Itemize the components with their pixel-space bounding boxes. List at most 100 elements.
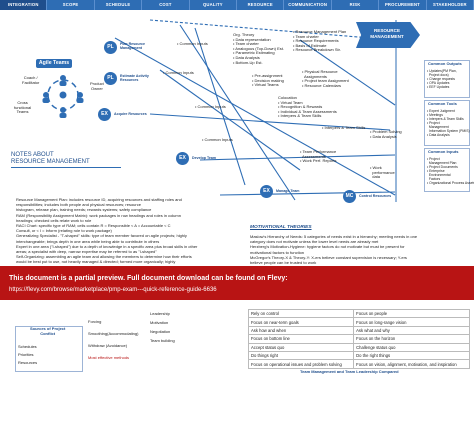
tab-scope[interactable]: SCOPE (47, 0, 95, 10)
common-outputs-box (424, 60, 470, 98)
conflict-sources-list: Schedules Priorities Resources (18, 344, 38, 365)
team-cycle-icon (42, 75, 84, 118)
product-owner-label: Product Owner (90, 81, 104, 91)
resource-notes: Resource Management Plan: includes resou… (16, 197, 226, 270)
note-line: Maslow's Hierarchy of Needs: 5 categorie… (250, 234, 418, 239)
common-inputs-2: • Common Inputs (163, 70, 194, 75)
table-cell: Focus on the horizon (353, 334, 470, 344)
ex-bubble-manage: EX (260, 185, 273, 198)
note-line: Self-Organizing: assembling an agile tea… (16, 254, 192, 260)
list-item: Motivation (150, 320, 169, 325)
table-cell: Focus on people (353, 308, 470, 319)
tab-resource[interactable]: RESOURCE (237, 0, 285, 10)
process-estimate-activity-resources[interactable]: Estimate Activity Resources (120, 74, 149, 83)
preview-banner-link[interactable]: https://flevy.com/browse/marketplace/pmp… (9, 287, 217, 293)
plan-tools: Org. Theory • Data representation • Team… (233, 32, 284, 65)
motivational-theories-title: MOTIVATIONAL THEORIES (250, 225, 312, 230)
resource-management-title: RESOURCE MANAGEMENT (370, 28, 404, 39)
list-item: Withdraw (Avoidance) (88, 343, 128, 348)
note-line: interchangeable; brings depth in one are… (16, 238, 160, 244)
common-inputs-box (424, 148, 470, 192)
process-develop-team[interactable]: Develop Team (192, 156, 217, 160)
tab-cost[interactable]: COST (142, 0, 190, 10)
tab-procurement[interactable]: PROCUREMENT (379, 0, 427, 10)
manage-tools: • Interpers & Team Skills (322, 125, 366, 130)
acquire-outputs: • Physical Resource Assignments • Projec… (302, 69, 349, 88)
table-cell: Do things right (247, 350, 355, 361)
table-cell: Ask what and why (353, 325, 470, 336)
pl-bubble-estimate: PL (104, 72, 117, 85)
table-cell: Focus on operational issues and problem … (247, 359, 355, 369)
pl-bubble-plan: PL (104, 41, 117, 54)
note-line: believe people can be trusted to work (250, 260, 317, 266)
plan-outputs: • Resource Management Plan • Team charte… (293, 29, 347, 53)
tab-communication[interactable]: COMMUNICATION (284, 0, 332, 10)
note-line: McGregor's Theory-X & Theory-Y: X-ers be… (250, 254, 407, 260)
list-item: Forcing (88, 319, 102, 324)
ex-bubble-develop: EX (176, 152, 189, 165)
note-line: responsibilities; includes both people a… (16, 202, 141, 208)
common-outputs-title: Common Outputs (428, 61, 462, 66)
process-plan-resource-management[interactable]: Plan Resource Management (120, 42, 145, 51)
cross-functional-label: Cross functional Teams (14, 100, 32, 115)
control-tools: • Problem Solving • Data Analysis (370, 129, 402, 139)
tab-schedule[interactable]: SCHEDULE (95, 0, 143, 10)
develop-outputs: • Team Performance Assessments • Work Pe… (300, 149, 337, 164)
preview-banner: This document is a partial preview. Full… (0, 266, 474, 300)
coach-label: Coach / Facilitator (22, 75, 40, 85)
list-item: Most effective methods (88, 355, 130, 360)
tab-quality[interactable]: QUALITY (190, 0, 238, 10)
table-cell: Challenge status quo (353, 342, 470, 352)
common-outputs-list: • Updates(PM Plan, Project docs) • Chang… (427, 69, 457, 89)
process-control-resources[interactable]: Control Resources (359, 194, 392, 198)
note-line: motivational factors to function (250, 249, 305, 255)
table-cell: Ask how and when (247, 325, 355, 336)
common-tools-list: • Expert Judgment • Meetings • Interpers… (427, 109, 470, 137)
table-cell: Focus on bottom line (247, 334, 355, 344)
list-item: Team building (150, 338, 175, 343)
note-line: Generalizing Specialist - "T-shaped" ski… (16, 233, 187, 239)
note-line: Herzberg's Motivation-Hygiene: hygiene f… (250, 244, 405, 250)
note-line: RAM (Responsibility Assignment Matrix): … (16, 212, 181, 218)
process-manage-team[interactable]: Manage Team (276, 189, 300, 193)
note-line: histogram, release plan, training needs;… (16, 207, 152, 213)
note-line: Resource Management Plan: includes resou… (16, 197, 182, 202)
ex-bubble-acquire: EX (98, 108, 111, 121)
list-item: Leadership (150, 311, 170, 316)
table-row: Focus on operational issues and problem … (247, 359, 470, 369)
note-line: Consult, or < I = Inform (relating role … (16, 228, 112, 234)
notes-heading: NOTES ABOUT RESOURCE MANAGEMENT (11, 152, 90, 165)
tab-risk[interactable]: RISK (332, 0, 380, 10)
table-caption: Team Management and Team Leadership Comp… (300, 369, 399, 374)
table-cell: Accept status quo (247, 342, 355, 352)
list-item: Negotiation (150, 329, 171, 334)
table-cell: Rely on control (247, 308, 355, 319)
common-inputs-3: • Common Inputs (195, 104, 226, 109)
resource-management-banner (356, 22, 420, 48)
note-line: RACI Chart: specific type of RAM; cells … (16, 223, 171, 229)
table-cell: Focus on near-term goals (247, 317, 355, 327)
mc-bubble-control: MC (343, 190, 356, 203)
acquire-tools: • Pre-assignment • Decision making • Vir… (252, 73, 284, 88)
note-line: Expert in one area ("I-shaped") due to a… (16, 243, 198, 249)
common-inputs-1: • Common Inputs (177, 41, 208, 46)
fishbone-diagram (114, 19, 397, 202)
common-inputs-title: Common Inputs (428, 149, 459, 154)
tab-integration[interactable]: INTEGRATION (0, 0, 48, 10)
table-cell: Focus on long-range vision (353, 317, 470, 327)
note-line: areas; a specialist with deep, narrow ex… (16, 249, 157, 255)
conflict-sources-title: Sources of Project Conflict (30, 326, 66, 336)
common-tools-box (424, 100, 470, 146)
preview-banner-message: This document is a partial preview. Full… (9, 275, 288, 282)
process-acquire-resources[interactable]: Acquire Resources (114, 112, 147, 116)
note-line: would be best put to use, not heavily ma… (16, 259, 176, 265)
note-line: headings; checked cells relate work to r… (16, 217, 92, 223)
table-cell: Do the right things (353, 350, 470, 361)
